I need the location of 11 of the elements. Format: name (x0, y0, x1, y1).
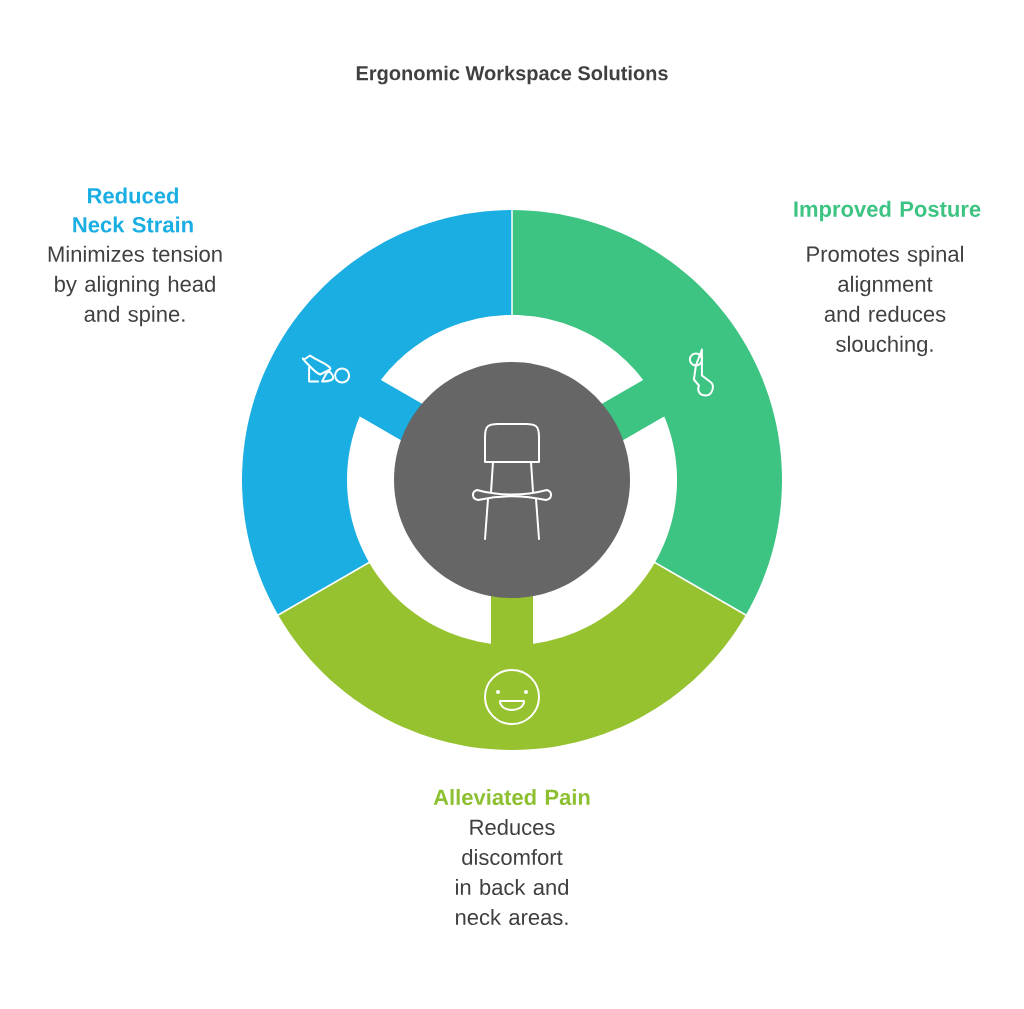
description: Minimizes tension by aligning head and spine. (48, 245, 222, 327)
title: Ergonomic Workspace Solutions (356, 65, 668, 85)
ring-segment (278, 562, 746, 750)
ring-segment (242, 210, 512, 615)
heading: Alleviated Pain (433, 788, 590, 806)
description: Reduces discomfort in back and neck areas. (456, 818, 569, 926)
hub-circle (394, 362, 630, 598)
description: Promotes spinal alignment and reduces slouching. (807, 245, 963, 357)
heading: Improved Posture (794, 200, 981, 222)
heading: Reduced Neck Strain (73, 187, 193, 233)
ring-segment (512, 210, 782, 615)
